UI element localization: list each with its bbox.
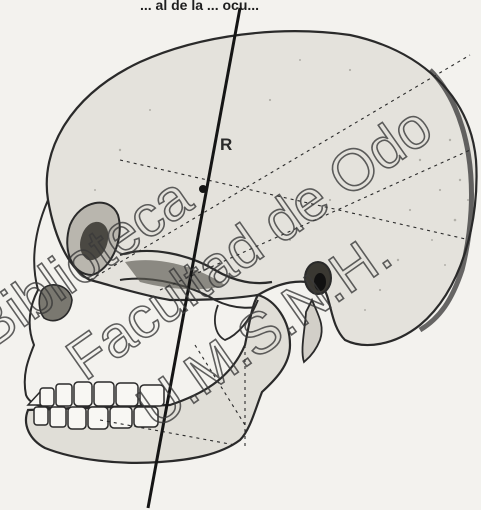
point-r-marker (199, 185, 207, 193)
point-r-label: R (220, 135, 232, 154)
lower-teeth (34, 407, 158, 429)
top-caption-fragment: ... al de la ... ocu... (140, 0, 259, 13)
